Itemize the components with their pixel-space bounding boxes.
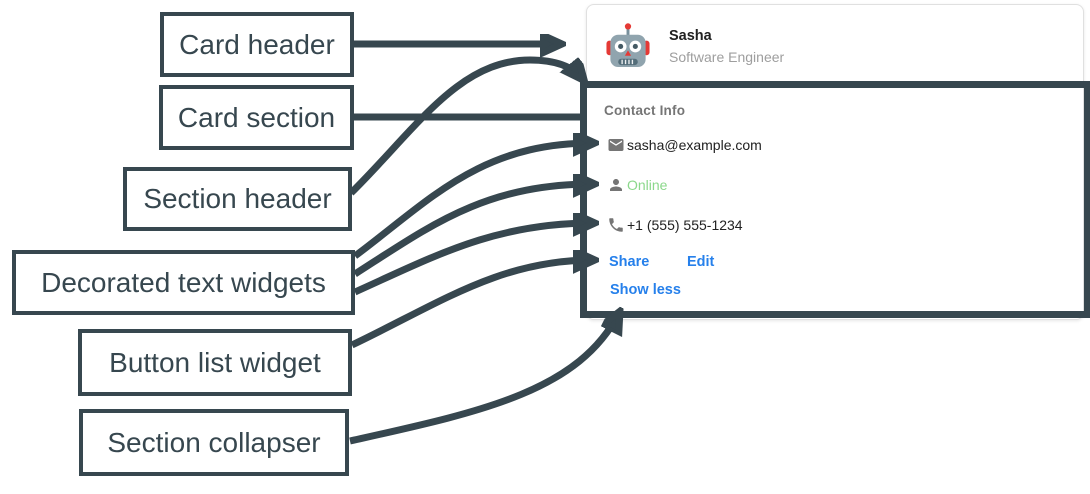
robot-avatar-icon — [606, 23, 650, 68]
card-section-highlight — [580, 81, 1090, 318]
label-section-header: Section header — [123, 167, 352, 231]
person-icon — [610, 179, 622, 191]
share-button[interactable]: Share — [609, 254, 650, 270]
phone-icon — [609, 218, 623, 232]
arrow-button-list — [350, 260, 593, 349]
arrow-decorated-online — [353, 184, 593, 277]
label-section-collapser: Section collapser — [79, 409, 349, 476]
person-subtitle: Software Engineer — [669, 49, 785, 65]
arrow-section-header — [348, 56, 583, 196]
phone-text: +1 (555) 555-1234 — [627, 217, 743, 233]
status-text: Online — [627, 177, 668, 193]
email-text: sasha@example.com — [627, 137, 762, 153]
section-header-text: Contact Info — [604, 103, 686, 118]
label-button-list-widget: Button list widget — [78, 329, 352, 396]
label-decorated-text-widgets: Decorated text widgets — [12, 250, 355, 315]
contact-card: Sasha Software Engineer Contact Info sas… — [586, 4, 1084, 320]
show-less-button[interactable]: Show less — [610, 282, 681, 298]
arrow-decorated-phone — [353, 223, 593, 296]
label-card-header: Card header — [160, 12, 354, 77]
edit-button[interactable]: Edit — [687, 254, 715, 270]
arrow-section-collapser — [349, 313, 619, 445]
person-name: Sasha — [669, 28, 712, 44]
label-card-section: Card section — [159, 85, 354, 150]
arrow-decorated-email — [352, 143, 593, 259]
email-icon — [608, 139, 624, 151]
